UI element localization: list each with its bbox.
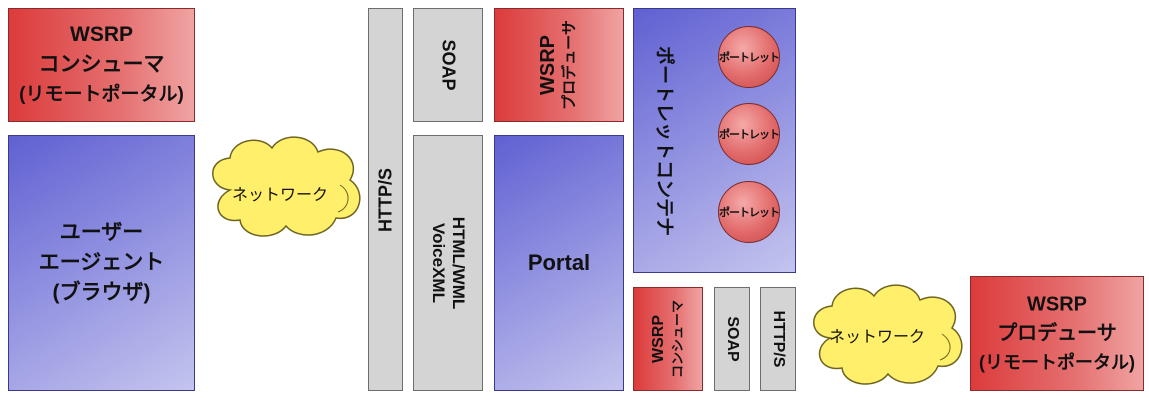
user-agent-label: ユーザー エージェント (ブラウザ)	[38, 221, 165, 304]
soap-bottom-label: SOAP	[724, 316, 741, 362]
soap-box-top: SOAP	[413, 8, 483, 122]
portal-label: Portal	[527, 250, 591, 275]
portlet-circle-1: ポートレット	[718, 26, 780, 88]
http-s-bottom-label: HTTP/S	[770, 310, 787, 368]
html-wml-voicexml-box: HTML/WML VoiceXML	[413, 135, 483, 391]
wsrp-consumer-remote-portal-box: WSRP コンシューマ (リモートポータル)	[8, 8, 195, 122]
http-s-label: HTTP/S	[375, 167, 395, 232]
http-s-bar: HTTP/S	[368, 8, 403, 391]
soap-top-label: SOAP	[438, 39, 459, 91]
wsrp-producer-box: WSRP プロデューサ	[494, 8, 624, 122]
network-left-label: ネットワーク	[232, 187, 329, 204]
wsrp-producer-remote-portal-label: WSRP プロデューサ (リモートポータル)	[979, 293, 1135, 372]
user-agent-box: ユーザー エージェント (ブラウザ)	[8, 135, 195, 391]
portal-box: Portal	[494, 135, 624, 391]
network-cloud-left	[212, 136, 361, 237]
portlet-circle-2: ポートレット	[718, 103, 780, 165]
wsrp-consumer-remote-portal-label: WSRP コンシューマ (リモートポータル)	[19, 23, 184, 105]
wsrp-producer-label: WSRP プロデューサ	[537, 20, 578, 110]
network-cloud-right	[813, 284, 963, 385]
wsrp-consumer-box-bottom: WSRP コンシューマ	[633, 287, 703, 391]
html-wml-voicexml-label: HTML/WML VoiceXML	[429, 216, 468, 310]
wsrp-producer-remote-portal-box: WSRP プロデューサ (リモートポータル)	[970, 276, 1144, 391]
network-right-label: ネットワーク	[829, 329, 926, 346]
http-s-box-bottom: HTTP/S	[760, 287, 796, 391]
portlet-container-box: ポートレットコンテナ ポートレット ポートレット ポートレット	[633, 8, 796, 273]
soap-box-bottom: SOAP	[714, 287, 750, 391]
wsrp-consumer-bottom-label: WSRP コンシューマ	[650, 299, 685, 379]
portlet-container-label: ポートレットコンテナ	[653, 45, 675, 236]
portlet-circle-3: ポートレット	[718, 181, 780, 243]
